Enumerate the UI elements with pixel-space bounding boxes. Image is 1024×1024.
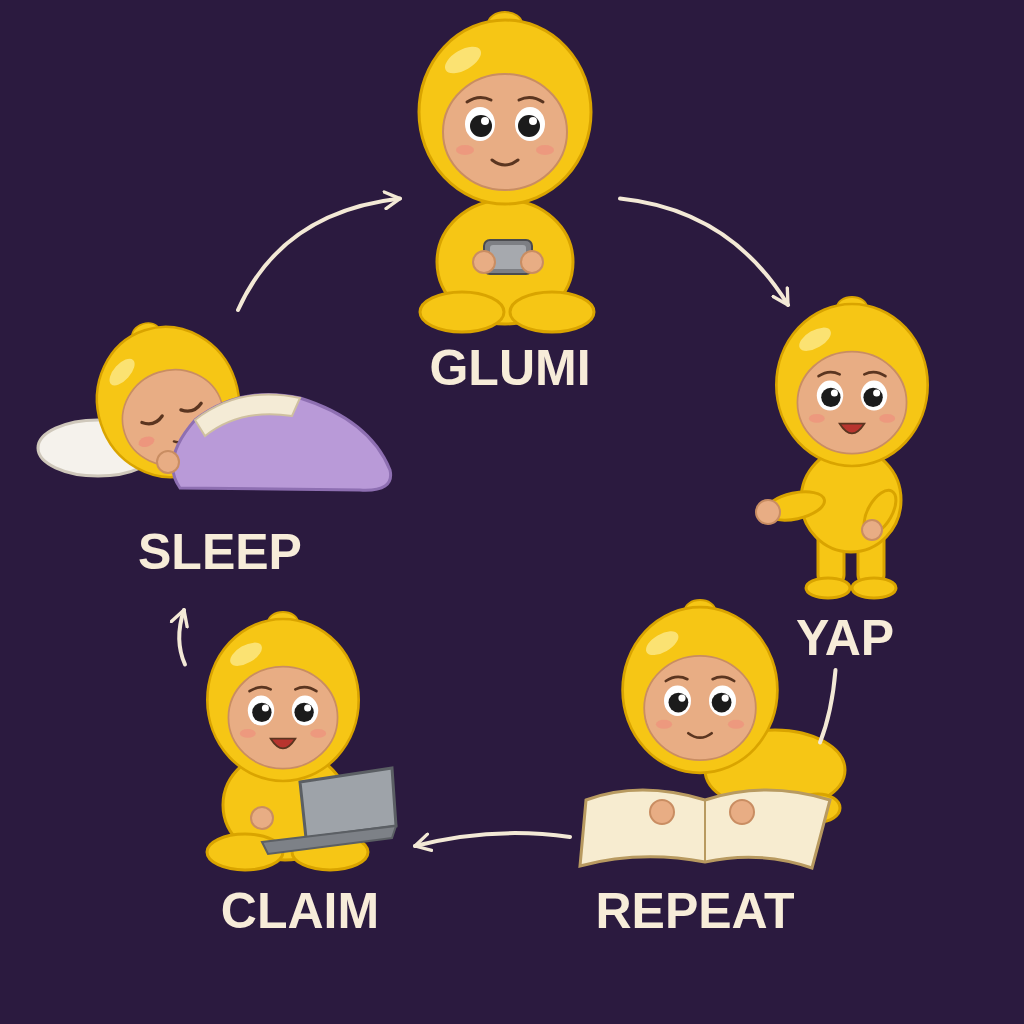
- cycle-arrow: [238, 199, 400, 310]
- glumi-figure: [419, 12, 594, 332]
- cycle-arrow: [620, 199, 788, 305]
- step-label: REPEAT: [570, 884, 820, 939]
- step-label: SLEEP: [40, 525, 400, 580]
- cycle-step: REPEAT: [570, 675, 820, 945]
- step-label: CLAIM: [185, 884, 415, 939]
- step-label: YAP: [750, 611, 940, 666]
- cycle-step: SLEEP: [40, 310, 400, 610]
- cycle-step: GLUMI: [400, 20, 620, 400]
- claim-figure: [207, 612, 396, 870]
- cycle-arrow: [415, 833, 570, 846]
- yap-figure: [756, 297, 928, 598]
- cycle-arrow: [179, 610, 185, 665]
- step-label: GLUMI: [400, 341, 620, 396]
- cycle-arrow: [820, 670, 836, 743]
- cycle-step: YAP: [750, 305, 940, 670]
- sleep-figure: [38, 302, 391, 495]
- cycle-step: CLAIM: [185, 615, 415, 945]
